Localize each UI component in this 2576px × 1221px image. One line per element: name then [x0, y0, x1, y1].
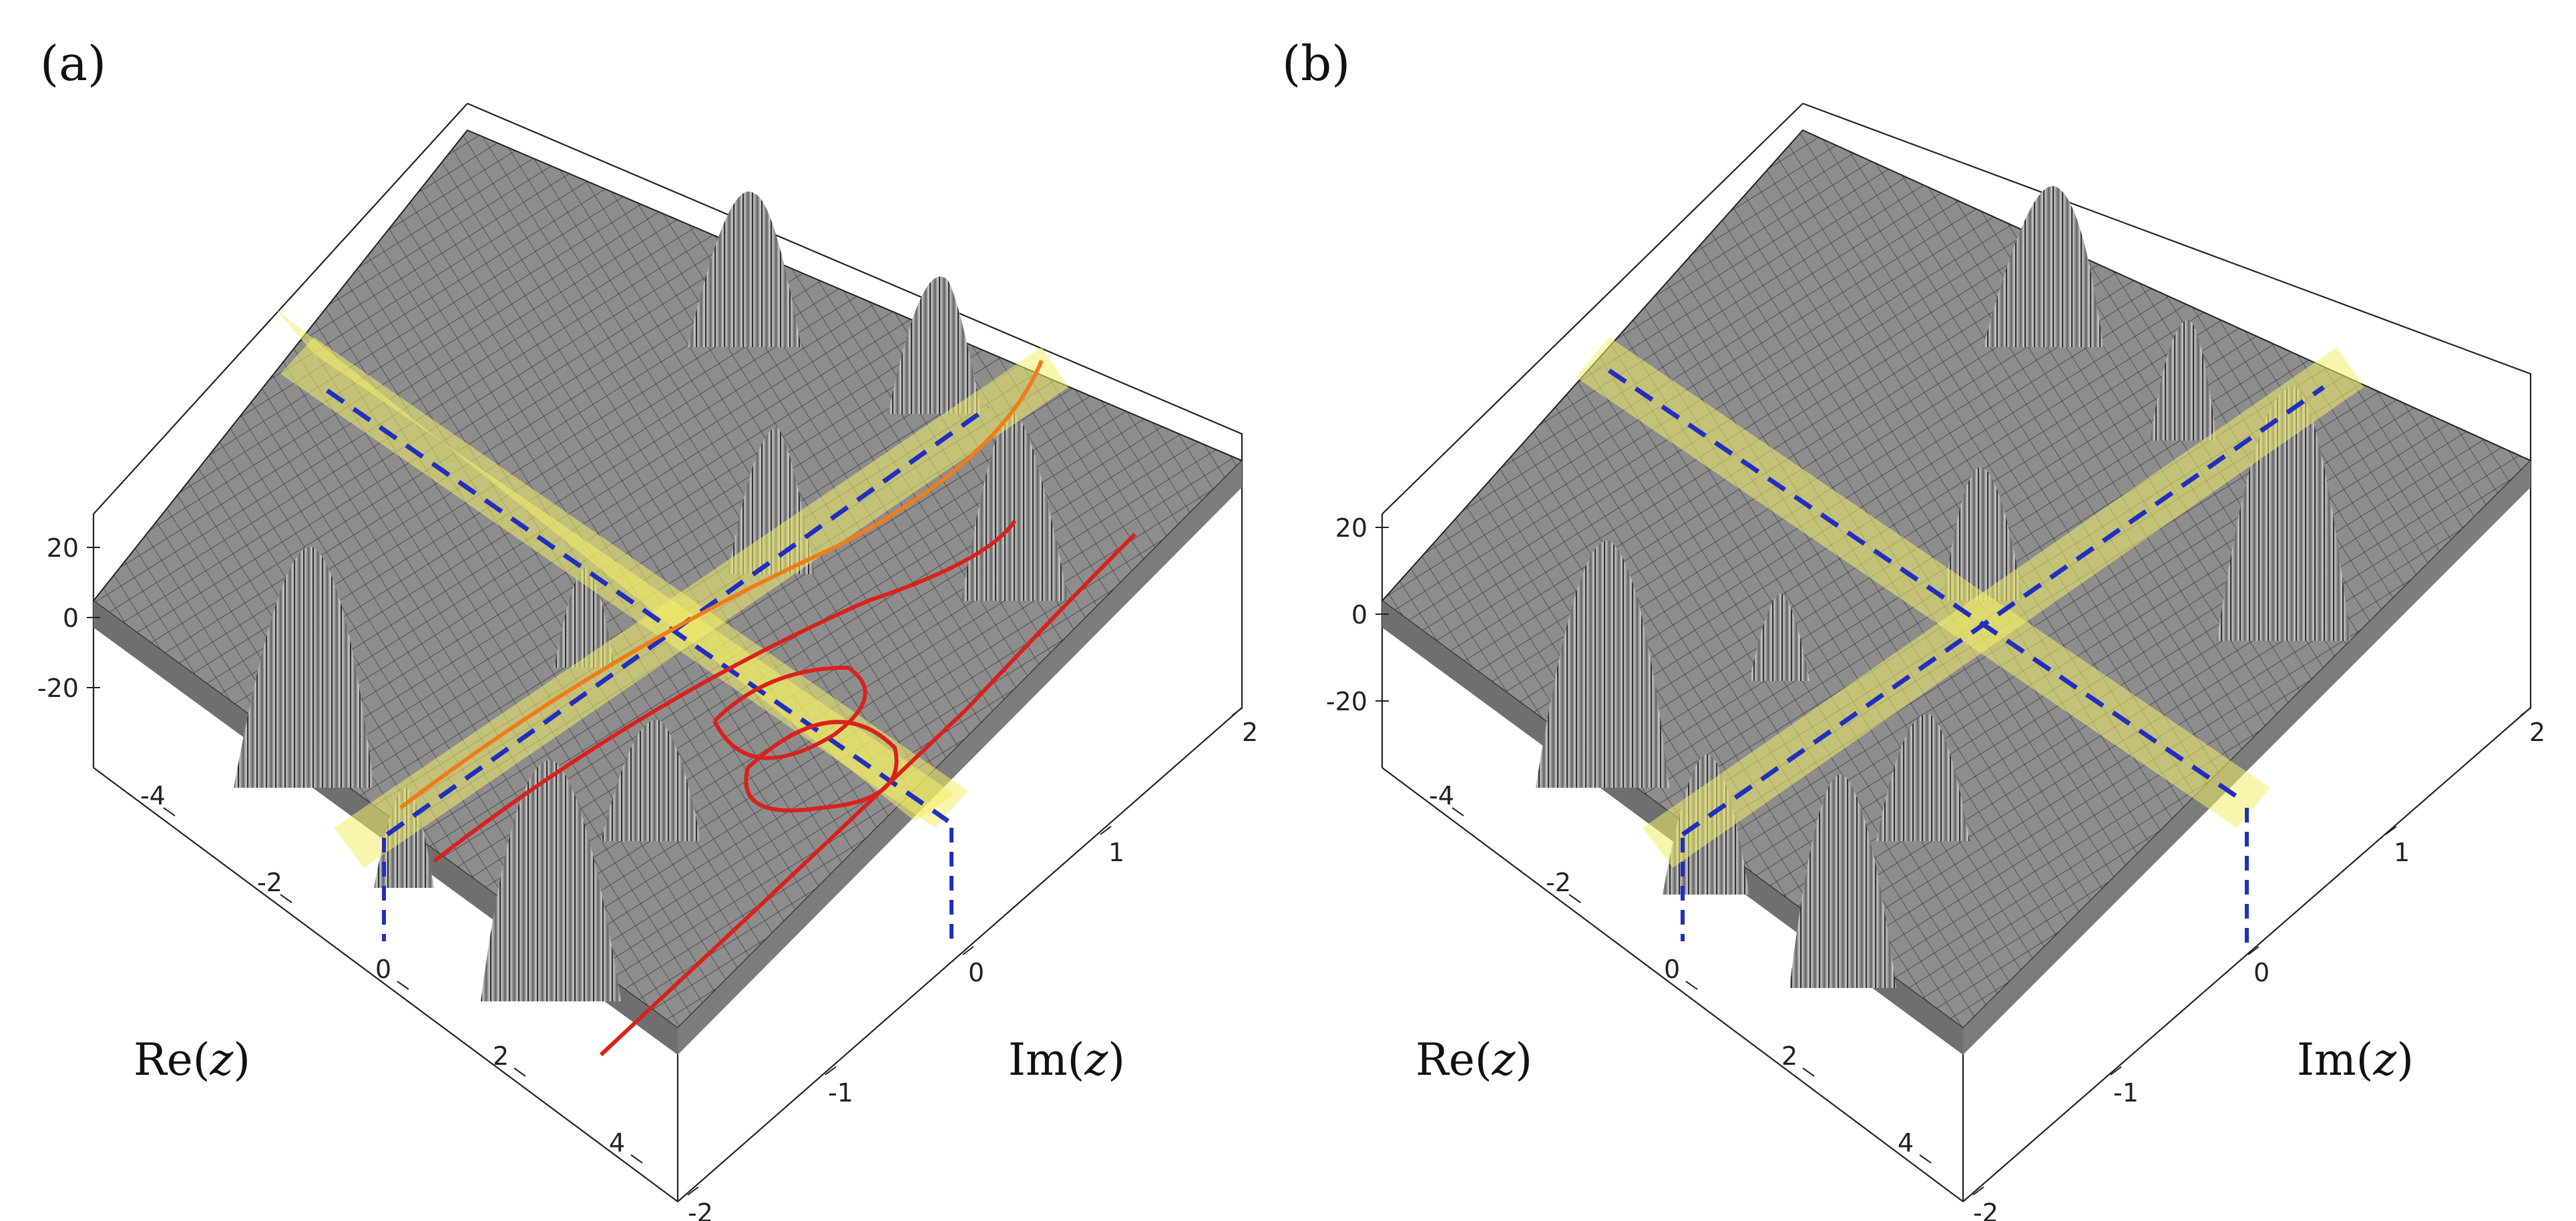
panel-a-x-axis: -4 -2 0 2 4 [140, 781, 643, 1164]
panel-a-y-tick-neg1: -1 [828, 1078, 853, 1108]
panel-b-label: (b) [1282, 35, 1350, 91]
panel-a-z-tick-20: 20 [47, 533, 79, 563]
panel-b-x-axis: -4 -2 0 2 4 [1429, 781, 1932, 1164]
panel-a-y-tick-2: 2 [1242, 718, 1258, 747]
panel-b-x-tick-neg2: -2 [1546, 868, 1571, 897]
panel-a-z-tick-0: 0 [63, 603, 79, 633]
panel-b-y-tick-neg2: -2 [1973, 1198, 1998, 1221]
panel-a: (a) [37, 35, 1258, 1221]
panel-b-x-tick-4: 4 [1898, 1128, 1914, 1158]
panel-b-xlabel: Re(z) [1416, 1034, 1532, 1085]
panel-a-x-tick-4: 4 [609, 1128, 625, 1158]
panel-a-x-tick-neg4: -4 [140, 781, 166, 810]
panel-a-y-tick-neg2: -2 [688, 1198, 713, 1221]
panel-a-x-tick-neg2: -2 [257, 868, 282, 897]
panel-b-x-tick-2: 2 [1781, 1041, 1797, 1071]
panel-b-y-axis: -2 -1 0 1 2 [1972, 707, 2545, 1221]
panel-a-box [92, 102, 1243, 1202]
panel-b-y-tick-2: 2 [2529, 718, 2545, 747]
panel-a-xlabel: Re(z) [134, 1034, 250, 1085]
panel-b-dashed-lines [1608, 369, 2326, 948]
panel-b-z-tick-20: 20 [1335, 513, 1367, 543]
panel-a-y-tick-1: 1 [1108, 838, 1124, 867]
panel-a-label: (a) [40, 35, 106, 91]
panel-a-ylabel: Im(z) [1008, 1034, 1125, 1085]
panel-b-y-tick-neg1: -1 [2113, 1078, 2139, 1108]
panel-b-z-axis: 20 0 -20 [1326, 513, 1389, 716]
panel-b: (b) [1282, 35, 2545, 1221]
panel-a-highlight-bands [274, 307, 1068, 868]
panel-a-x-tick-2: 2 [493, 1041, 509, 1071]
panel-a-y-axis: -2 -1 0 1 2 [687, 707, 1258, 1221]
panel-b-ylabel: Im(z) [2297, 1034, 2414, 1085]
panel-b-z-tick-neg20: -20 [1326, 687, 1367, 716]
panel-b-y-tick-1: 1 [2394, 838, 2410, 867]
panel-a-y-tick-0: 0 [968, 958, 984, 987]
panel-b-z-tick-0: 0 [1351, 600, 1367, 630]
panel-a-z-axis: 20 0 -20 [37, 533, 100, 703]
panel-b-x-tick-neg4: -4 [1429, 781, 1454, 810]
panel-a-z-tick-neg20: -20 [37, 674, 79, 703]
panel-b-x-tick-0: 0 [1664, 955, 1680, 984]
panel-b-y-tick-0: 0 [2253, 958, 2270, 987]
panel-a-red-curves [399, 359, 1137, 1057]
panel-a-x-tick-0: 0 [375, 955, 391, 984]
